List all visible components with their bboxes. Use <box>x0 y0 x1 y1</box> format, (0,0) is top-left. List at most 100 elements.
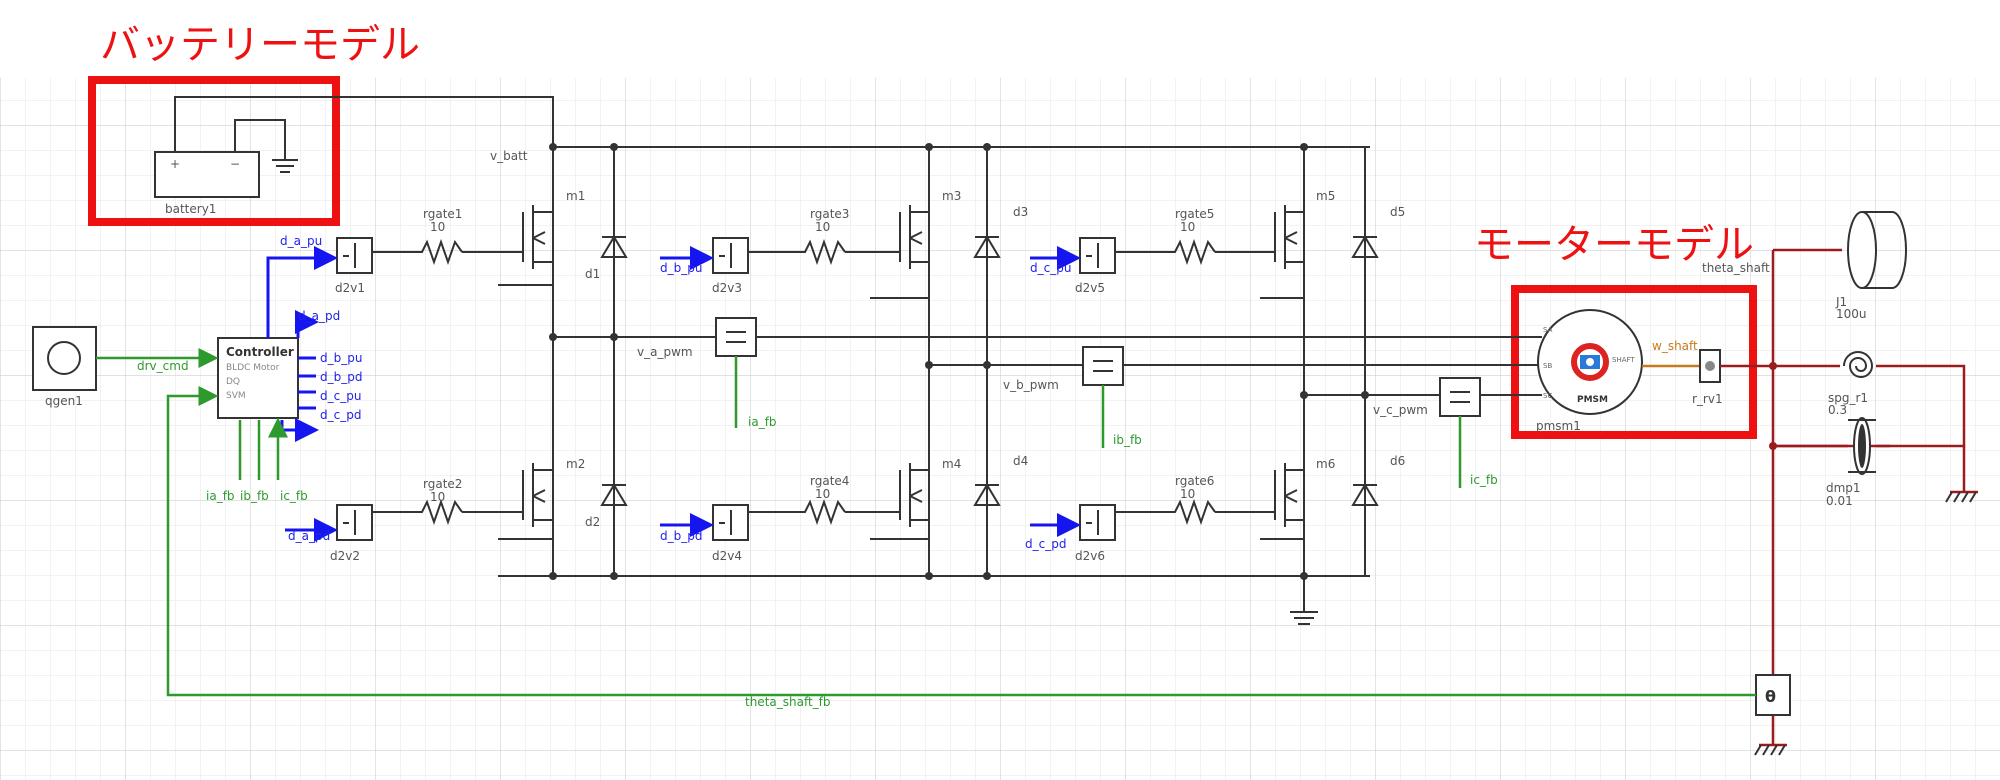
diode-d1[interactable] <box>600 235 628 258</box>
duty-input-wires <box>285 246 1081 542</box>
mosfet-m4[interactable] <box>845 463 929 527</box>
pmsm-port-b: SB <box>1543 362 1552 370</box>
ib-fb-in-label: ib_fb <box>240 489 269 503</box>
v-a-pwm-label: v_a_pwm <box>637 345 693 359</box>
battery-model-highlight <box>88 76 340 226</box>
mosfet-m2[interactable] <box>462 455 554 527</box>
d2v6-label: d2v6 <box>1075 549 1105 563</box>
m4-label: m4 <box>942 457 961 471</box>
mechanical-ground-bottom <box>1754 743 1787 756</box>
ib-fb-out-label: ib_fb <box>1113 433 1142 447</box>
diode-d6[interactable] <box>1351 483 1379 506</box>
v-b-pwm-label: v_b_pwm <box>1003 378 1059 392</box>
rgate6-value: 10 <box>1180 487 1195 501</box>
dmp1-value: 0.01 <box>1826 494 1853 508</box>
ic-fb-out-label: ic_fb <box>1470 473 1498 487</box>
rgate5[interactable] <box>1110 238 1216 266</box>
d4-label: d4 <box>1013 454 1028 468</box>
controller-block[interactable]: Controller BLDC Motor DQ SVM <box>217 337 299 419</box>
qgen1-block[interactable] <box>32 326 97 391</box>
d1-label: d1 <box>585 267 600 281</box>
d2v1-block[interactable] <box>336 237 373 274</box>
dmp1-label: dmp1 <box>1826 481 1861 495</box>
mosfet-m5[interactable] <box>1215 205 1304 269</box>
j1-label: J1 <box>1835 295 1847 309</box>
d-a-pu-out-label: d_a_pu <box>280 234 322 248</box>
d2v3-label: d2v3 <box>712 281 742 295</box>
rgate3-value: 10 <box>815 220 830 234</box>
controller-title: Controller <box>226 345 294 359</box>
d2v4-block[interactable] <box>712 504 749 541</box>
theta-symbol: θ <box>1765 687 1776 706</box>
diode-d4[interactable] <box>973 483 1001 506</box>
rgate1[interactable] <box>372 238 463 266</box>
battery-minus-label: − <box>230 157 240 171</box>
ia-fb-in-label: ia_fb <box>206 489 235 503</box>
ic-fb-in-label: ic_fb <box>280 489 308 503</box>
pmsm-port-shaft: SHAFT <box>1612 356 1635 364</box>
d2v1-label: d2v1 <box>335 281 365 295</box>
mosfet-m3[interactable] <box>845 205 929 269</box>
mosfet-m6[interactable] <box>1215 463 1304 527</box>
d-c-pd-in-label: d_c_pd <box>1025 537 1066 551</box>
rgate6[interactable] <box>1110 498 1216 526</box>
m2-label: m2 <box>566 457 585 471</box>
pmsm1-motor[interactable]: SA SB SC SHAFT PMSM <box>1537 309 1643 415</box>
motor-model-callout: モーターモデル <box>1474 222 1754 268</box>
current-feedback-inputs <box>238 420 278 480</box>
spg-r1-label: spg_r1 <box>1828 391 1868 405</box>
diode-d5[interactable] <box>1351 235 1379 258</box>
v-batt-label: v_batt <box>490 149 528 163</box>
inertia-j1[interactable] <box>1847 211 1907 289</box>
d2-label: d2 <box>585 515 600 529</box>
diode-d2[interactable] <box>600 483 628 506</box>
battery-model-callout: バッテリーモデル <box>100 22 420 68</box>
controller-line2: DQ <box>226 377 240 387</box>
m6-label: m6 <box>1316 457 1335 471</box>
rgate4-value: 10 <box>815 487 830 501</box>
d2v2-label: d2v2 <box>330 549 360 563</box>
diode-d3[interactable] <box>973 235 1001 258</box>
rgate1-label: rgate1 <box>423 207 462 221</box>
motor-model-highlight <box>1511 285 1757 439</box>
rgate6-label: rgate6 <box>1175 474 1214 488</box>
theta-shaft-fb-label: theta_shaft_fb <box>745 695 831 709</box>
current-sensor-c[interactable] <box>1439 377 1481 417</box>
j1-value: 100u <box>1836 307 1867 321</box>
rgate4[interactable] <box>748 498 846 526</box>
current-sensor-b[interactable] <box>1082 346 1124 386</box>
angle-sensor[interactable]: θ <box>1755 674 1791 716</box>
rgate2[interactable] <box>372 498 463 526</box>
rgate5-label: rgate5 <box>1175 207 1214 221</box>
battery1[interactable]: + − battery1 <box>154 105 298 216</box>
r-rv1-label: r_rv1 <box>1692 392 1723 406</box>
rgate4-label: rgate4 <box>810 474 849 488</box>
current-sensor-a[interactable] <box>715 317 757 357</box>
v-c-pwm-label: v_c_pwm <box>1373 403 1428 417</box>
d-c-pd-out-label: d_c_pd <box>320 408 361 422</box>
pmsm-port-a: SA <box>1543 326 1553 334</box>
r-rv1-sensor[interactable] <box>1699 349 1721 383</box>
d-a-pd-in-label: d_a_pd <box>288 529 330 543</box>
d2v5-block[interactable] <box>1079 237 1116 274</box>
bus-junctions <box>549 143 1369 580</box>
d-a-pd-out-label: d_a_pd <box>298 309 340 323</box>
spg-r1-value: 0.3 <box>1828 403 1847 417</box>
pmsm1-name: pmsm1 <box>1536 419 1581 433</box>
m5-label: m5 <box>1316 189 1335 203</box>
mosfet-m1[interactable] <box>462 195 554 269</box>
d2v2-block[interactable] <box>336 504 373 541</box>
damper-dmp1[interactable] <box>1848 417 1876 475</box>
drv-cmd-label: drv_cmd <box>137 359 189 373</box>
d3-label: d3 <box>1013 205 1028 219</box>
d2v3-block[interactable] <box>712 237 749 274</box>
spring-spg-r1[interactable] <box>1843 351 1874 378</box>
d2v6-block[interactable] <box>1079 504 1116 541</box>
d-c-pu-out-label: d_c_pu <box>320 389 361 403</box>
battery-wire-to-bus <box>174 96 554 147</box>
d-b-pu-out-label: d_b_pu <box>320 351 362 365</box>
theta-shaft-label: theta_shaft <box>1702 261 1770 275</box>
controller-line3: SVM <box>226 391 246 401</box>
rgate3[interactable] <box>748 238 846 266</box>
